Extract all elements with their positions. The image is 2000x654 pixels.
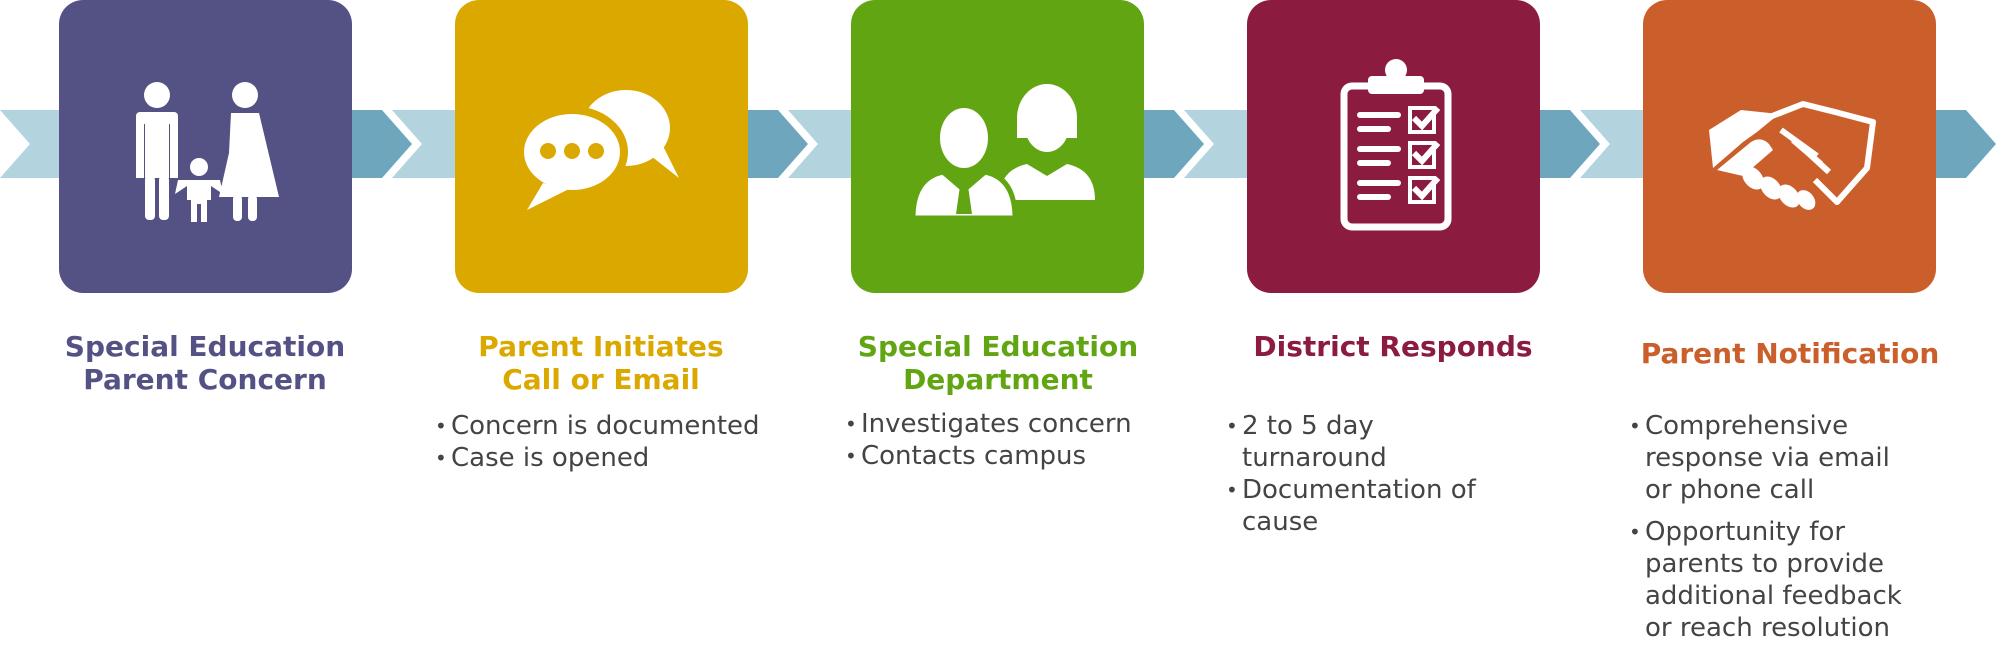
family-icon: [136, 82, 279, 222]
step-4-box: [1247, 0, 1540, 293]
flow-chevron-light: [1580, 110, 1653, 178]
flow-chevron-light: [788, 110, 861, 178]
step-2-bullets: Concern is documented Case is opened: [435, 410, 785, 474]
bullet-item: Case is opened: [435, 442, 785, 474]
step-2-box: [455, 0, 748, 293]
step-3-bullets: Investigates concern Contacts campus: [845, 408, 1185, 472]
speech-bubbles-icon: [516, 90, 679, 210]
clipboard-checklist-icon: [1340, 59, 1452, 231]
process-flow-band: [0, 110, 1996, 178]
step-5-box: [1643, 0, 1936, 293]
bullet-item: Documentation of cause: [1226, 474, 1496, 538]
bullet-item: Comprehensive response via email or phon…: [1629, 410, 1919, 506]
flow-chevron-dark: [1926, 110, 1996, 178]
flow-chevron-dark: [1134, 110, 1204, 178]
flow-chevron-dark: [1530, 110, 1600, 178]
step-4-title: District Responds: [1253, 330, 1533, 363]
bullet-item: Investigates concern: [845, 408, 1185, 440]
step-3-box: [851, 0, 1144, 293]
flow-chevron-light: [1184, 110, 1257, 178]
staff-people-icon: [910, 84, 1095, 221]
bullet-item: Contacts campus: [845, 440, 1185, 472]
bullet-item: 2 to 5 day turnaround: [1226, 410, 1496, 474]
step-4-bullets: 2 to 5 day turnaround Documentation of c…: [1226, 410, 1496, 538]
bullet-item: Concern is documented: [435, 410, 785, 442]
flow-chevron-light: [392, 110, 465, 178]
handshake-icon: [1709, 101, 1876, 210]
step-1-box: [59, 0, 352, 293]
step-5-title: Parent Notification: [1640, 337, 1940, 370]
step-5-bullets: Comprehensive response via email or phon…: [1629, 410, 1919, 654]
flow-chevron-dark: [738, 110, 808, 178]
flow-chevron-dark: [342, 110, 412, 178]
bullet-item: Opportunity for parents to provide addit…: [1629, 516, 1919, 644]
